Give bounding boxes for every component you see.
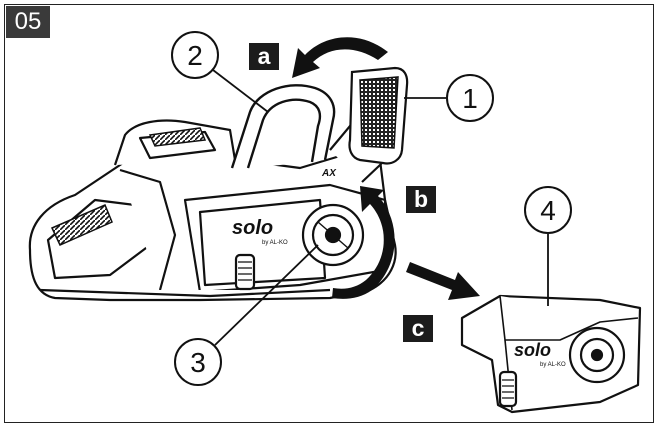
callout-4: 4 (524, 186, 572, 306)
callout-1: 1 (404, 74, 494, 122)
callout-2: 2 (171, 31, 269, 113)
callout-number-2: 2 (187, 40, 203, 71)
removed-side-cover (460, 294, 642, 414)
callout-number-1: 1 (462, 83, 478, 114)
sub-brand-text: by AL-KO (262, 240, 288, 246)
step-number-badge: 05 (6, 6, 50, 38)
cover-brand-text: solo (514, 340, 551, 360)
cover-brand-logo: solo by AL-KO (514, 340, 566, 368)
brand-text: solo (232, 217, 273, 239)
rear-grip (348, 66, 409, 165)
vent-grille-icon (50, 204, 113, 246)
callout-number-4: 4 (540, 195, 556, 226)
cover-sub-brand-text: by AL-KO (540, 362, 566, 368)
rotate-arrow-a-icon (292, 37, 388, 78)
brand-logo: solo by AL-KO (232, 217, 288, 246)
callout-number-3: 3 (190, 347, 206, 378)
action-badge-a: a (249, 43, 279, 70)
action-badge-b: b (406, 186, 436, 213)
rotate-arrow-b-icon (332, 186, 395, 299)
model-mark-text: AX (321, 168, 337, 179)
action-badge-c: c (403, 315, 433, 342)
vent-grille-icon (148, 127, 207, 147)
carry-handle (230, 84, 336, 169)
remove-arrow-c-icon (406, 262, 480, 300)
chainsaw-body (28, 88, 400, 302)
callout-3: 3 (174, 244, 319, 386)
